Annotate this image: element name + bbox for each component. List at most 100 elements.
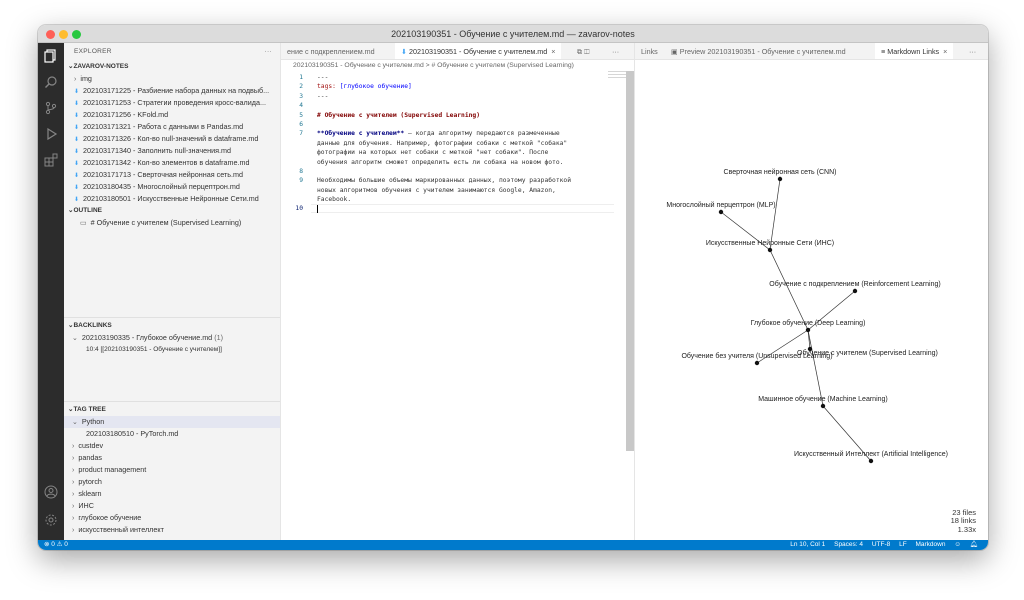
code-line: Facebook. (317, 196, 352, 204)
tab-label: Preview 202103190351 - Обучение с учител… (679, 47, 846, 56)
graph-node-label[interactable]: Обучение с подкреплением (Reinforcement … (769, 280, 940, 288)
close-window-button[interactable] (46, 30, 55, 39)
encoding[interactable]: UTF-8 (871, 541, 891, 548)
tag-item[interactable]: ›pytorch (64, 476, 280, 488)
account-icon[interactable] (44, 485, 58, 499)
links-graph[interactable]: Сверточная нейронная сеть (CNN) Многослой… (635, 60, 988, 480)
tag-item[interactable]: ⌄Python (64, 416, 280, 428)
tag-item[interactable]: ›искусственный интеллект (64, 524, 280, 536)
graph-node[interactable] (777, 176, 783, 182)
minimize-window-button[interactable] (59, 30, 68, 39)
settings-gear-icon[interactable] (44, 513, 58, 527)
notifications-bell-icon[interactable]: 🔔︎ (969, 541, 978, 548)
tag-item[interactable]: ›sklearn (64, 488, 280, 500)
maximize-window-button[interactable] (72, 30, 81, 39)
graph-node[interactable] (805, 327, 811, 333)
file-item[interactable]: ⬇202103171340 - Заполнить null-значения.… (64, 145, 280, 157)
graph-node[interactable] (852, 288, 858, 294)
graph-node[interactable] (868, 458, 874, 464)
tag-item[interactable]: ›pandas (64, 452, 280, 464)
tag-item[interactable]: ›глубокое обучение (64, 512, 280, 524)
problems-indicator[interactable]: ⊗ 0 ⚠ 0 (44, 541, 68, 548)
tab-supervised-learning[interactable]: ⬇ 202103190351 - Обучение с учителем.md× (395, 43, 562, 59)
code-line: новых алгоритмов обучения с учителем зан… (317, 186, 556, 194)
file-item[interactable]: ⬇202103171225 - Разбиение набора данных … (64, 85, 280, 97)
line-ending[interactable]: LF (899, 541, 907, 548)
graph-node[interactable] (754, 360, 760, 366)
tab-links[interactable]: Links (635, 43, 664, 59)
extensions-icon[interactable] (44, 153, 58, 167)
graph-node-label[interactable]: Глубокое обучение (Deep Learning) (751, 319, 866, 327)
explorer-sidebar: EXPLORER ··· ⌄ZAVAROV-NOTES ›img⬇2021031… (64, 43, 281, 540)
file-item[interactable]: ⬇202103171256 - KFold.md (64, 109, 280, 121)
folder-item[interactable]: ›img (64, 73, 280, 85)
tab-label: Links (641, 47, 658, 56)
tag-label: ИНС (78, 501, 94, 510)
file-item[interactable]: ⬇202103171253 - Стратегии проведения кро… (64, 97, 280, 109)
cursor-position[interactable]: Ln 10, Col 1 (790, 541, 826, 548)
preview-more-button[interactable]: ··· (969, 47, 977, 56)
chevron-right-icon: › (72, 467, 75, 474)
tab-preview[interactable]: ▣ Preview 202103190351 - Обучение с учит… (665, 43, 852, 59)
run-debug-icon[interactable] (44, 127, 58, 141)
file-label: 202103180501 - Искусственные Нейронные С… (83, 194, 259, 203)
file-item[interactable]: ⬇202103171321 - Работа с данными в Panda… (64, 121, 280, 133)
graph-node-label[interactable]: Многослойный перцептрон (MLP) (666, 201, 775, 209)
tag-label: искусственный интеллект (78, 525, 164, 534)
editor-more-button[interactable]: ··· (612, 47, 620, 56)
tag-item[interactable]: ›custdev (64, 440, 280, 452)
file-label: 202103180435 - Многослойный перцептрон.m… (83, 182, 240, 191)
graph-node-label[interactable]: Искусственные Нейронные Сети (ИНС) (706, 239, 834, 247)
file-item[interactable]: ⬇202103171713 - Сверточная нейронная сет… (64, 169, 280, 181)
explorer-more-button[interactable]: ··· (264, 48, 272, 55)
backlink-count: (1) (214, 333, 223, 342)
split-editor-icon[interactable]: ⧉ ◫ (577, 47, 590, 56)
file-item[interactable]: ⬇202103180501 - Искусственные Нейронные … (64, 193, 280, 205)
tab-reinforcement-learning[interactable]: ение с подкреплением.md (281, 43, 381, 59)
language-mode[interactable]: Markdown (915, 541, 946, 548)
close-tab-icon[interactable]: × (943, 47, 948, 56)
vertical-scrollbar[interactable] (626, 71, 634, 451)
indentation[interactable]: Spaces: 4 (834, 541, 864, 548)
tag-item[interactable]: ›product management (64, 464, 280, 476)
file-item[interactable]: ⬇202103171326 - Кол-во null-значений в d… (64, 133, 280, 145)
graph-node-label[interactable]: Машинное обучение (Machine Learning) (758, 395, 888, 403)
tab-markdown-links[interactable]: ≡ Markdown Links× (875, 43, 954, 59)
code-line: --- (317, 74, 329, 81)
tab-label: 202103190351 - Обучение с учителем.md (409, 47, 548, 56)
outline-item[interactable]: ▭# Обучение с учителем (Supervised Learn… (64, 217, 280, 229)
graph-node-label[interactable]: Обучение с учителем (Supervised Learning… (797, 349, 938, 357)
graph-node-label[interactable]: Сверточная нейронная сеть (CNN) (724, 168, 837, 176)
line-number: 9 (299, 177, 303, 185)
feedback-icon[interactable]: ☺ (954, 541, 961, 548)
graph-node-label[interactable]: Обучение без учителя (Unsupervised Learn… (681, 352, 832, 360)
graph-node[interactable] (820, 403, 826, 409)
tag-item[interactable]: ›ИНС (64, 500, 280, 512)
backlinks-title: BACKLINKS (73, 322, 112, 329)
preview-tabs: Links ▣ Preview 202103190351 - Обучение … (635, 43, 988, 60)
tag-item[interactable]: ›книги (64, 536, 280, 540)
graph-node[interactable] (718, 209, 724, 215)
file-item[interactable]: ⬇202103171342 - Кол-во элементов в dataf… (64, 157, 280, 169)
backlink-file[interactable]: ⌄202103190335 - Глубокое обучение.md (1) (64, 332, 280, 344)
backlinks-section[interactable]: ⌄BACKLINKS (64, 320, 280, 332)
tag-tree-section[interactable]: ⌄TAG TREE (64, 404, 280, 416)
close-tab-icon[interactable]: × (551, 47, 556, 56)
graph-node-label[interactable]: Искусственный Интеллект (Artificial Inte… (794, 450, 948, 458)
tag-file-item[interactable]: 202103180510 - PyTorch.md (64, 428, 280, 440)
file-item[interactable]: ⬇202103180435 - Многослойный перцептрон.… (64, 181, 280, 193)
explorer-icon[interactable] (44, 49, 58, 63)
source-control-icon[interactable] (44, 101, 58, 115)
chevron-right-icon: › (74, 76, 77, 83)
graph-node[interactable] (807, 346, 813, 352)
search-icon[interactable] (44, 75, 58, 89)
status-right-items: Ln 10, Col 1 Spaces: 4 UTF-8 LF Markdown… (783, 540, 978, 550)
backlink-reference[interactable]: 10:4 [[202103190351 - Обучение с учителе… (64, 344, 280, 356)
minimap[interactable] (608, 71, 630, 79)
project-section[interactable]: ⌄ZAVAROV-NOTES (64, 61, 280, 73)
outline-section[interactable]: ⌄OUTLINE (64, 205, 280, 217)
graph-edge (720, 211, 771, 251)
breadcrumb[interactable]: 202103190351 - Обучение с учителем.md > … (293, 62, 574, 69)
graph-node[interactable] (767, 247, 773, 253)
